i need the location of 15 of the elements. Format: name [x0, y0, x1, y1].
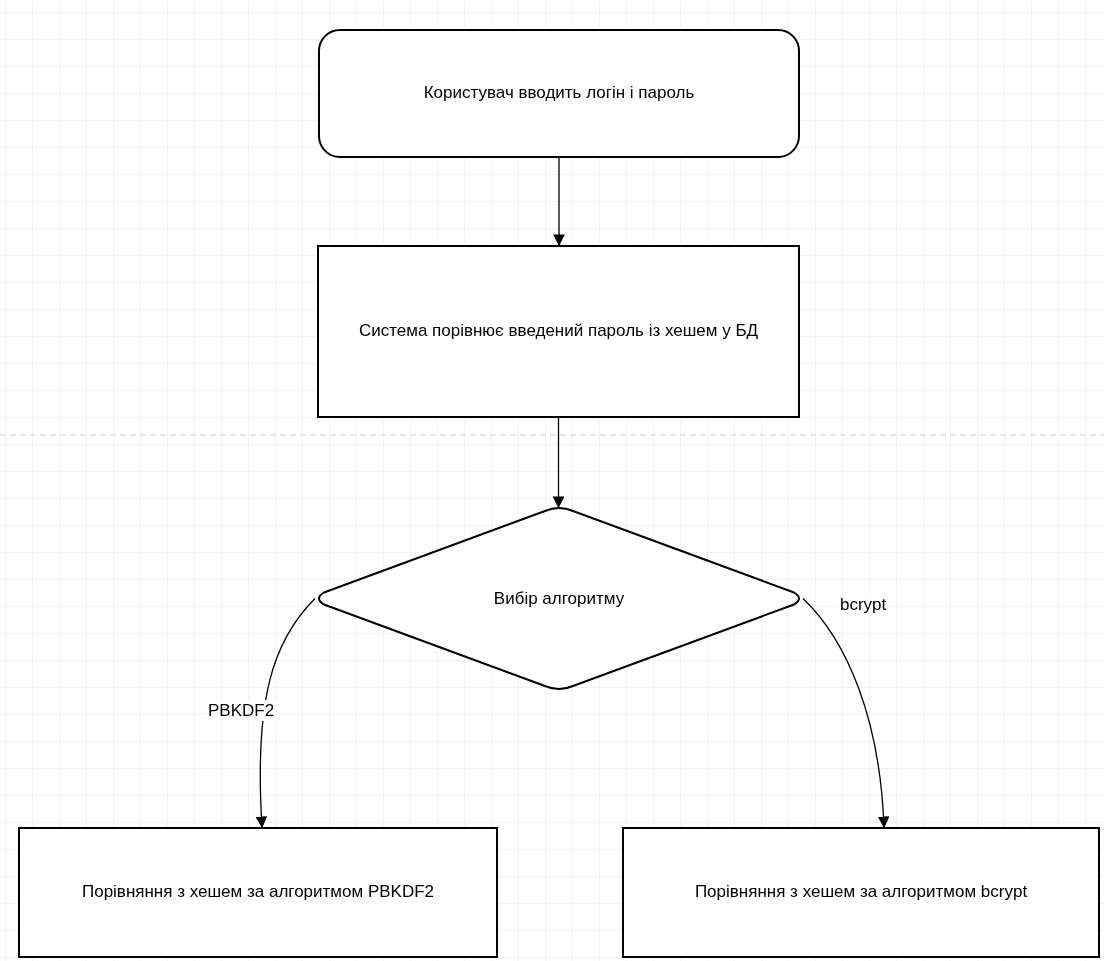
process-box [622, 827, 1100, 958]
box-text: Порівняння з хешем за алгоритмом bcrypt [694, 881, 1028, 904]
box-text: Система порівнює введений пароль із хешем у БД [358, 320, 759, 343]
process-box [317, 245, 800, 418]
arrow [255, 597, 316, 829]
edge-label: PBKDF2 [206, 700, 277, 722]
edge-label: bcrypt [838, 594, 889, 616]
arrow [802, 597, 890, 829]
box-text: Порівняння з хешем за алгоритмом PBKDF2 [81, 881, 435, 904]
decision-label: Вибір алгоритму [493, 587, 625, 610]
box-text: Користувач вводить логін і пароль [423, 82, 695, 105]
arrow [552, 417, 565, 509]
process-box [18, 827, 498, 958]
arrow [553, 157, 565, 247]
start-box [318, 29, 800, 158]
